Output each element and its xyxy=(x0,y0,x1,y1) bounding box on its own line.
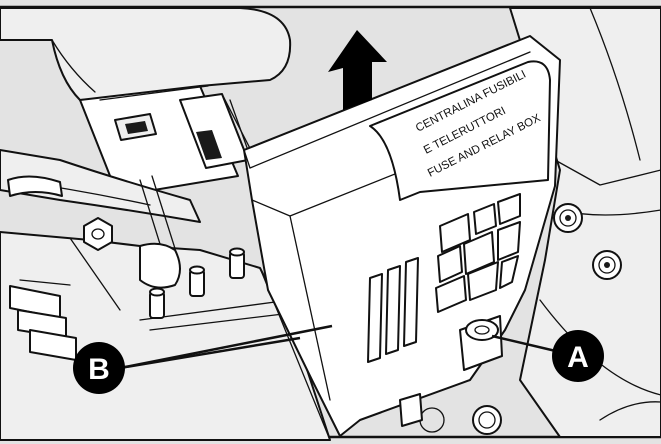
callout-b-leader-2 xyxy=(119,336,301,370)
callout-a-label: A xyxy=(567,341,589,374)
up-arrow-icon xyxy=(328,30,387,110)
terminal-posts xyxy=(139,242,245,319)
callout-b-label: B xyxy=(88,353,110,386)
callout-a: A xyxy=(552,330,604,382)
hex-nut xyxy=(83,217,113,251)
label-sticker xyxy=(369,60,551,201)
callout-a-leader xyxy=(491,334,561,354)
callout-b: B xyxy=(73,342,125,394)
bracket-cover xyxy=(0,7,292,197)
fastener-a xyxy=(459,315,503,371)
fuse-relay-box: CENTRALINA FUSIBILI E TELERUTTORI FUSE A… xyxy=(243,35,561,437)
